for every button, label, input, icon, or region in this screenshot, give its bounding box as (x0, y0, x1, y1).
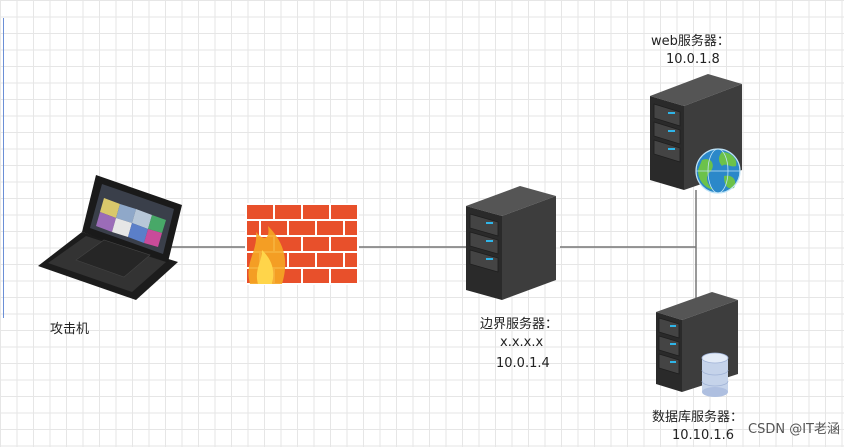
web-server-label: web服务器： (651, 30, 730, 49)
border-server-label: 边界服务器： (480, 313, 558, 332)
db-server-label: 数据库服务器： (652, 406, 743, 425)
server-icon (466, 186, 556, 300)
border-server-public-ip: x.x.x.x (500, 335, 543, 350)
border-server-internal-ip: 10.0.1.4 (496, 356, 550, 371)
globe-icon (696, 149, 740, 193)
attacker-label: 攻击机 (50, 318, 89, 337)
laptop-icon (38, 175, 182, 300)
db-server-ip: 10.10.1.6 (672, 428, 734, 443)
database-icon (702, 353, 728, 397)
web-server-ip: 10.0.1.8 (666, 52, 720, 67)
firewall-icon (246, 204, 358, 284)
watermark: CSDN @IT老涵 (748, 418, 840, 437)
